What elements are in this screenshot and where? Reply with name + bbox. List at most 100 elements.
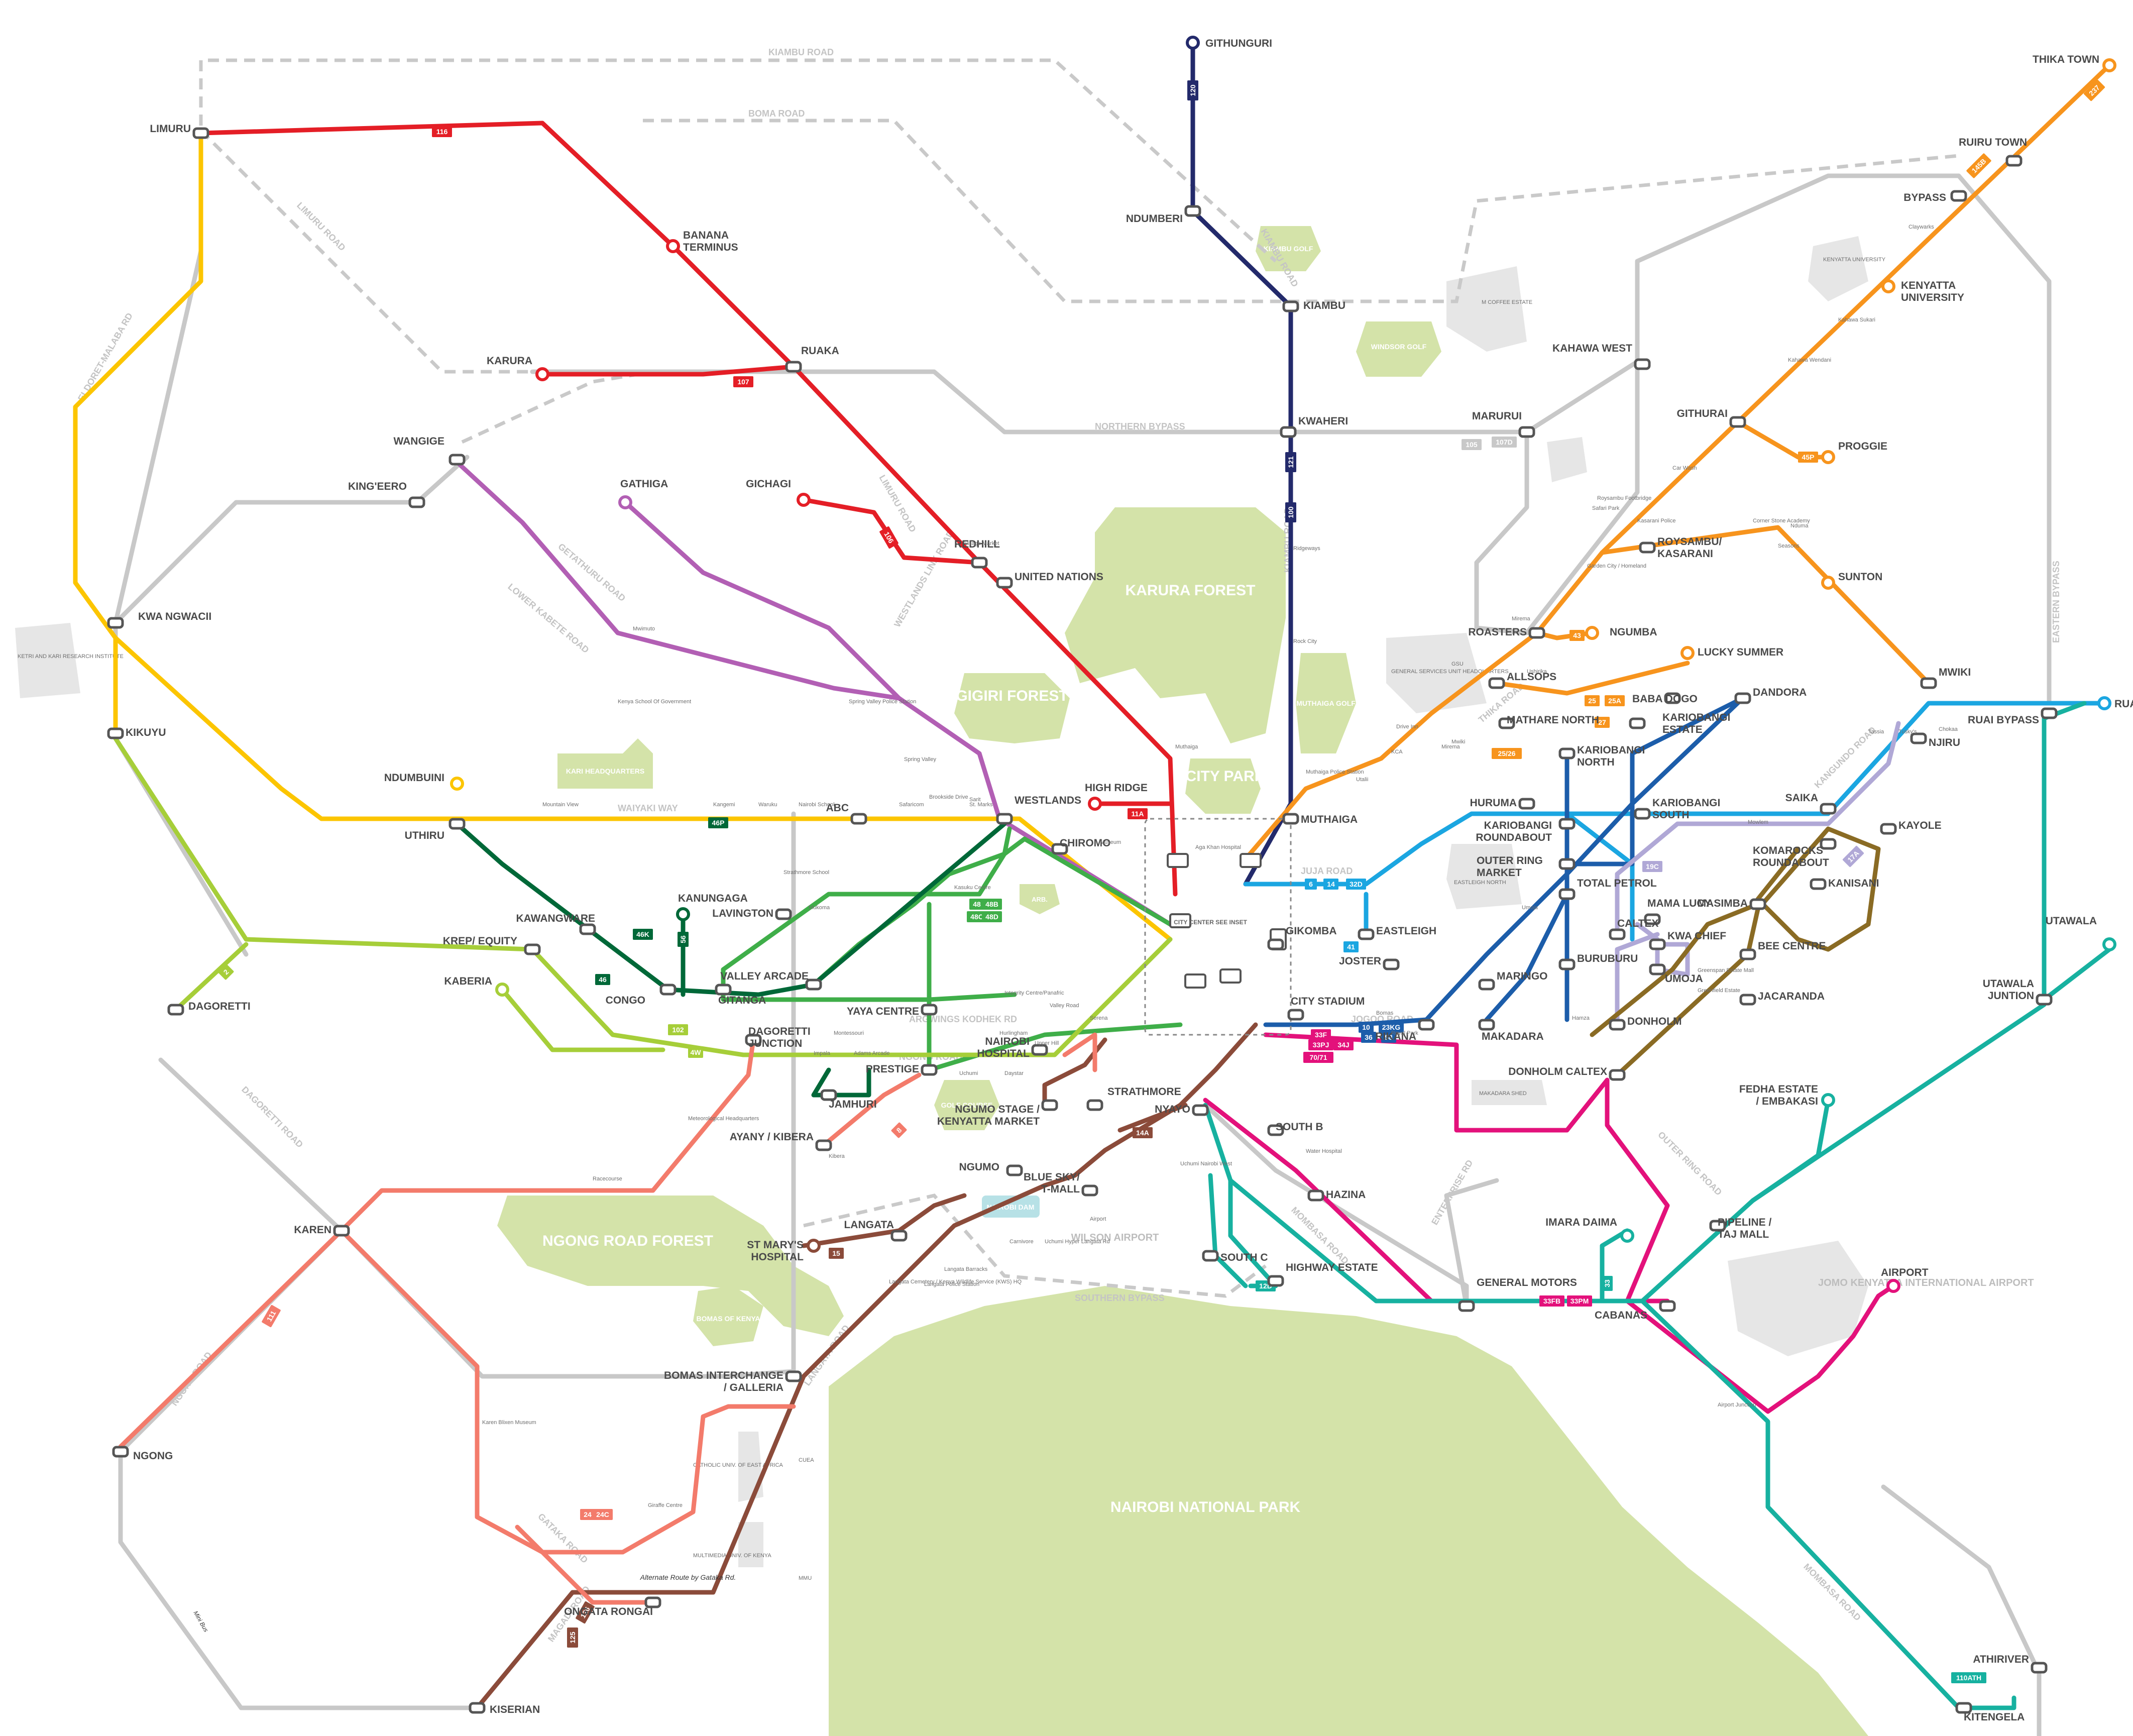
route-badge: 8 (891, 1122, 907, 1138)
minor-stop-label: Mwiki (1451, 739, 1466, 745)
station-label: IMARA DAIMA (1545, 1217, 1617, 1228)
station-label: UTAWALA (2046, 915, 2097, 927)
station-marker (1498, 717, 1515, 729)
minor-stop-label: MMU (799, 1575, 812, 1581)
station-label: RUAI BYPASS (1968, 714, 2039, 726)
station-label: CABANAS (1595, 1310, 1647, 1321)
station-label: KWA NGWACII (138, 611, 211, 622)
station-athiriver: ATHIRIVER (1973, 1654, 2048, 1674)
route-badge: 14 (1323, 879, 1338, 890)
ketri (15, 623, 80, 698)
station-label: WANGIGE (393, 436, 444, 447)
station-karura: KARURA (487, 355, 549, 381)
juja-road-label: JUJA ROAD (1301, 866, 1353, 876)
station-pipeline: PIPELINE /TAJ MALL (1709, 1217, 1772, 1240)
station-marker (1734, 692, 1751, 704)
station-marker (112, 1446, 129, 1458)
route-orange-5 (1494, 661, 1690, 696)
station-gathiga: GATHIGA (618, 478, 668, 509)
station-airport: AIRPORT (1881, 1267, 1929, 1293)
station-label: SAIKA (1785, 792, 1818, 804)
arboretum (1020, 884, 1060, 914)
route-number: 34J (1337, 1041, 1349, 1049)
minor-stop-label: Hamza (1572, 1015, 1590, 1021)
route-number: 25/26 (1498, 749, 1515, 757)
station-label: MATHARE NORTH (1507, 714, 1599, 726)
station-label: GICHAGI (746, 478, 791, 490)
station-marker (1649, 963, 1666, 975)
boma-road-label: BOMA ROAD (748, 108, 805, 119)
station-ndumbuini: NDUMBUINI (384, 772, 464, 791)
route-number: 14 (1327, 880, 1335, 888)
station-ngumo: NGUMO (959, 1161, 1023, 1176)
minor-stop-label: Kenya School Of Government (618, 699, 691, 705)
station-label: RUAKA (801, 345, 839, 357)
route-badge: 100 (1285, 502, 1296, 522)
station-gichagi: GICHAGI (746, 478, 811, 507)
route-number: 33 (1603, 1279, 1611, 1287)
m-coffee-label: M COFFEE ESTATE (1482, 299, 1532, 305)
station-label: MUTHAIGA (1301, 814, 1358, 825)
station-label: MAKADARA (1482, 1031, 1544, 1042)
station-marker (1383, 958, 1400, 970)
station-label: KING'EERO (348, 481, 407, 492)
station-marker (1609, 1069, 1626, 1081)
station-marker (1558, 747, 1576, 759)
station-marker (408, 496, 425, 508)
station-kwaheri: KWAHERI (1280, 415, 1348, 438)
karura-forest-label: KARURA FOREST (1126, 582, 1256, 599)
station-label: BLUE SKY/T-MALL (1024, 1171, 1080, 1195)
station-marker (524, 943, 541, 955)
station-marker (797, 493, 811, 507)
station-label: PROGGIE (1838, 441, 1887, 452)
minor-stop-label: Seasons (1778, 543, 1800, 549)
lower-kabete-label: LOWER KABETE ROAD (506, 582, 591, 655)
station-jacaranda: JACARANDA (1739, 991, 1825, 1006)
station-marker (676, 907, 690, 921)
station-marker (785, 361, 802, 373)
station-marker (1088, 797, 1102, 811)
station-muthaiga: MUTHAIGA (1282, 813, 1358, 825)
minor-stop-label: Rock City (1293, 638, 1317, 644)
station-gitanga: GITANGA (715, 984, 766, 1006)
minor-stop-label: Spring Valley Police Station (849, 699, 916, 705)
station-kawangware: KAWANGWARE (516, 913, 596, 935)
station-maringo: MARINGO (1478, 970, 1548, 991)
minor-stop-label: Greenfield Estate (1698, 988, 1740, 994)
boma-road (643, 119, 1959, 303)
station-marker (1558, 958, 1576, 970)
route-badge: 125 (567, 1627, 578, 1648)
station-fedha: FEDHA ESTATE/ EMBAKASI (1739, 1083, 1835, 1107)
minor-stop-label: Drive Inn (1396, 724, 1418, 730)
minor-stop-label: Carnivore (1009, 1239, 1034, 1245)
station-south-b: SOUTH B (1267, 1121, 1323, 1136)
station-marker (1280, 426, 1297, 438)
station-kayole: KAYOLE (1880, 820, 1942, 835)
station-kanungaga: KANUNGAGA (676, 893, 748, 921)
station-thika-town: THIKA TOWN (2033, 54, 2116, 72)
station-marker (1881, 279, 1895, 293)
station-marker (1649, 938, 1666, 950)
argwings-label: ARGWINGS KODHEK RD (909, 1014, 1017, 1024)
station-marker (1307, 1189, 1324, 1202)
city-park-label: CITY PARK (1186, 768, 1266, 785)
station-marker (805, 979, 822, 991)
mini-bus-note: Mini Bus (192, 1610, 209, 1634)
route-badge: 48 (969, 899, 984, 910)
station-marker (1609, 1019, 1626, 1031)
station-marker (1267, 1124, 1284, 1136)
station-label: REDHILL (954, 538, 1000, 550)
ngong-road-forest (497, 1196, 844, 1336)
station-marker (1282, 813, 1299, 825)
minor-stop-label: Muthaiga Police Station (1306, 769, 1364, 775)
minor-stop-label: Museum (1100, 839, 1121, 845)
route-number: 107 (737, 378, 749, 386)
minor-stop-label: Langata Barracks (944, 1266, 988, 1272)
